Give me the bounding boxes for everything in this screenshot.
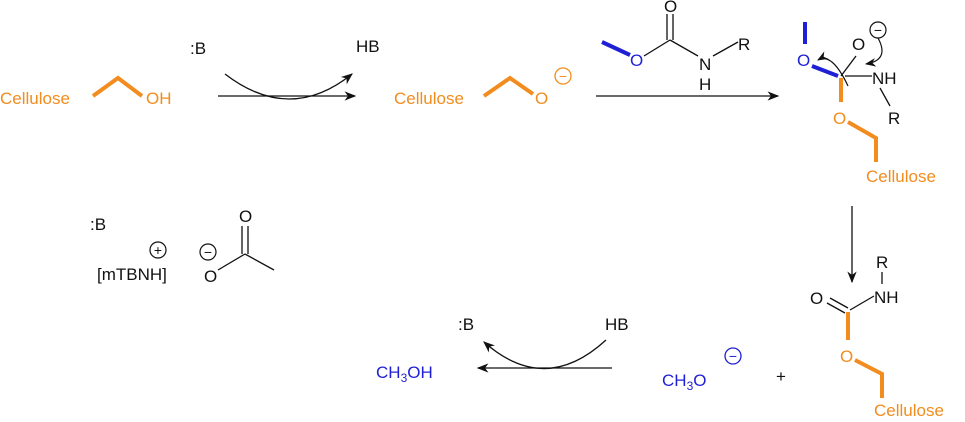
methoxide-negative-charge [724,347,742,365]
negative-charge-2 [869,21,887,39]
acetate-oxygen: O [204,267,217,286]
negative-charge-1 [554,67,572,85]
base-label-2: :B [458,315,474,334]
ti-oxyanion: O [852,35,865,54]
cellulose-label-4: Cellulose [874,401,944,420]
carbamate-carbonyl-oxygen: O [664,0,677,16]
ti-methoxy-oxygen: O [797,51,810,70]
ti-cellulose-oxygen: O [833,109,846,128]
cellulose-label-3: Cellulose [866,167,936,186]
product-cellulose-bonds [854,358,884,398]
ti-methoxy-bond [811,64,839,78]
methyl-carbamate: O O N H R [601,0,750,94]
ti-nh: NH [872,69,897,88]
ti-cellulose-bonds [847,120,878,162]
acid-label-1: HB [356,37,380,56]
product-r-group: R [876,253,888,272]
acetate-carbonyl-oxygen: O [239,207,252,226]
electron-arrow-2 [864,37,883,67]
curved-arrow-1 [224,73,353,100]
negative-charge-2-sign: − [874,22,882,38]
product-nh: NH [874,288,899,307]
product-carbonyl-oxygen: O [810,289,823,308]
positive-charge-sign: + [154,242,162,258]
acetate-negative-charge [199,243,217,261]
hydroxyl-label: OH [146,89,172,108]
base-label-1: :B [190,39,206,58]
plus-sign: + [776,367,786,386]
product-ester-oxygen: O [840,347,853,366]
cellulose-label-2: Cellulose [394,89,464,108]
methanol-label: CH3OH [376,363,433,385]
alkoxide-oxygen: O [535,89,548,108]
mtbnh-label: [mTBNH] [97,265,167,284]
cellulose-alkoxide: Cellulose O − [394,67,572,108]
carbamate-ester-oxygen: O [630,51,643,70]
cellulose-carbamate: R NH O O Cellulose [810,253,944,420]
carbamate-nitrogen: N [699,55,711,74]
catalyst-base-label: :B [90,215,106,234]
acid-label-2: HB [605,315,629,334]
cellulose-oh-bonds [91,75,144,98]
tetrahedral-intermediate: O O − NH R O Cellulose [797,21,936,186]
methoxide-negative-charge-sign: − [729,348,737,364]
acetate-negative-charge-sign: − [204,244,212,260]
deprotonation-arrow: :B HB [190,37,380,101]
methoxide-label: CH3O [662,371,706,393]
methoxide: CH3O − [662,347,742,393]
methoxy-bonds [601,40,631,57]
protonation-arrow: HB :B [458,315,629,373]
positive-charge [149,241,167,259]
alkoxide-bonds [482,75,535,98]
electron-arrow-1 [817,51,849,87]
product-carbonyl-bond-a [829,297,849,309]
catalyst: :B [mTBNH] + − O O [90,207,275,286]
curved-arrow-2 [483,339,607,370]
cellulose-alcohol: Cellulose OH [0,75,172,108]
negative-charge-1-sign: − [559,68,567,84]
carbamate-nitrogen-h: H [699,75,711,94]
carbamate-r-group: R [738,35,750,54]
ti-r-group: R [888,109,900,128]
cellulose-label: Cellulose [0,89,70,108]
product-carbonyl-bond-b [826,302,846,314]
